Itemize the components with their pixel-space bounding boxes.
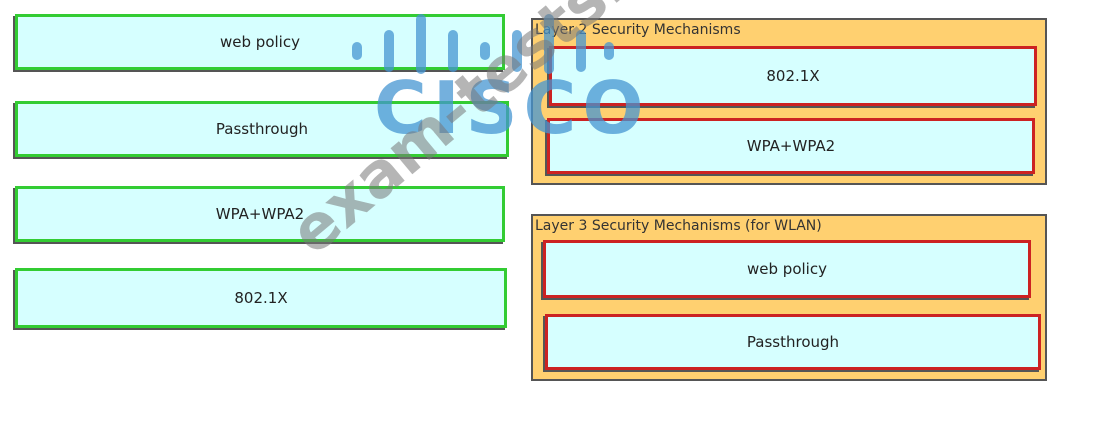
option-label: WPA+WPA2 xyxy=(215,205,305,223)
target-title: Layer 2 Security Mechanisms xyxy=(535,22,741,38)
drop-slot[interactable]: web policy xyxy=(543,240,1031,298)
slot-label: 802.1X xyxy=(766,67,820,85)
drop-slot[interactable]: WPA+WPA2 xyxy=(547,118,1035,174)
option-802-1x[interactable]: 802.1X xyxy=(15,268,507,328)
drop-slot[interactable]: Passthrough xyxy=(545,314,1041,370)
target-layer3-security: Layer 3 Security Mechanisms (for WLAN) w… xyxy=(531,214,1047,381)
option-label: Passthrough xyxy=(215,120,309,138)
option-label: web policy xyxy=(220,33,300,51)
slot-label: WPA+WPA2 xyxy=(746,137,836,155)
option-label: 802.1X xyxy=(234,289,288,307)
slot-label: web policy xyxy=(747,260,827,278)
target-title: Layer 3 Security Mechanisms (for WLAN) xyxy=(535,218,822,234)
target-layer2-security: Layer 2 Security Mechanisms 802.1X WPA+W… xyxy=(531,18,1047,185)
slot-label: Passthrough xyxy=(746,333,840,351)
drop-slot[interactable]: 802.1X xyxy=(549,46,1037,106)
option-web-policy[interactable]: web policy xyxy=(15,14,505,70)
option-passthrough[interactable]: Passthrough xyxy=(15,101,509,157)
option-wpa-wpa2[interactable]: WPA+WPA2 xyxy=(15,186,505,242)
